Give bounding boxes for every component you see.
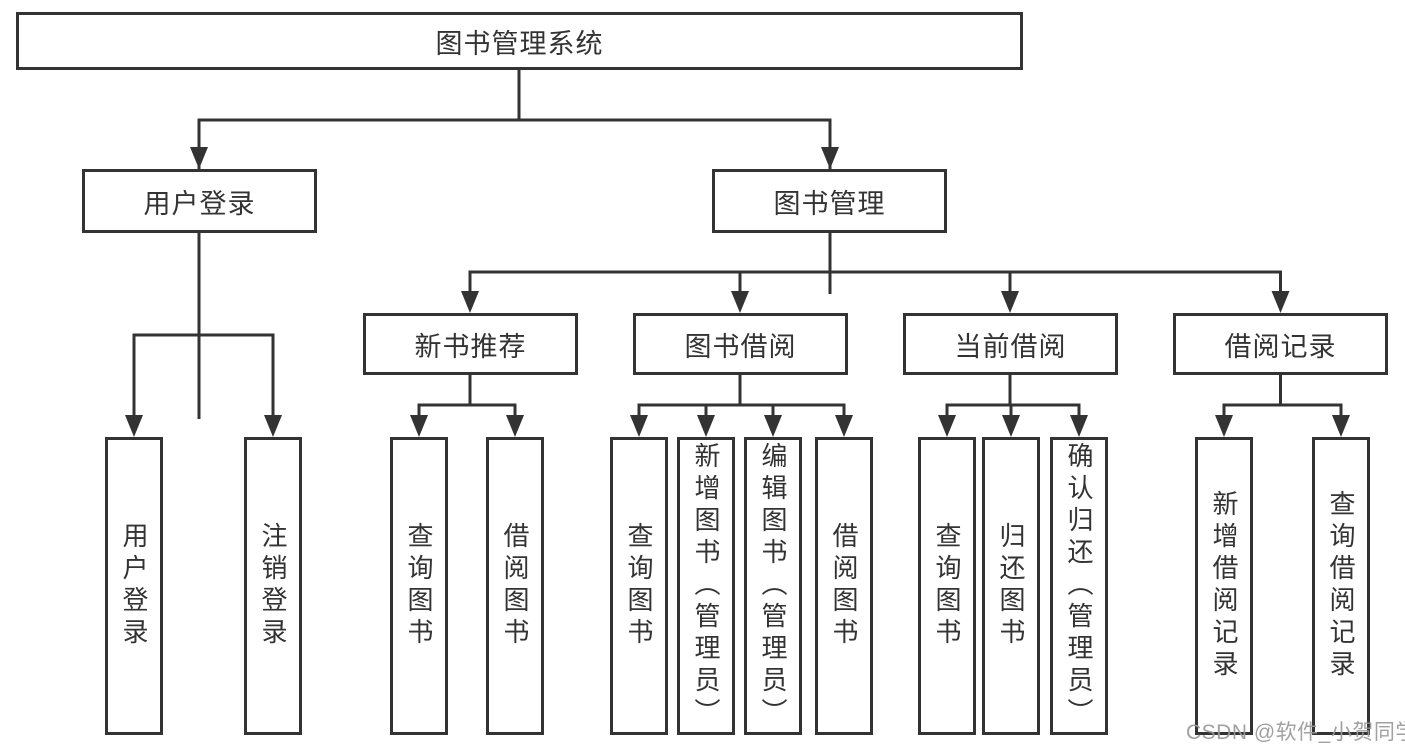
node-book-management: 图书管理 [712,169,947,233]
node-label: 查询图书 [404,522,434,650]
node-label: 用户登录 [143,188,256,219]
node-label: 注销登录 [258,522,288,650]
node-label: 借阅记录 [1224,331,1337,362]
connector-current-borrow [945,375,1081,417]
node-label: 新增图书（管理员） [691,442,721,730]
node-new-book-recommendation: 新书推荐 [363,313,578,375]
node-current-borrowing: 当前借阅 [903,313,1118,375]
leaf-query-books: 查询图书 [390,437,448,735]
node-label: 查询借阅记录 [1326,490,1356,682]
connector-book-borrow-arrowheads [630,415,853,437]
node-label: 图书借阅 [684,331,797,362]
connector-new-book-arrowheads [410,415,524,437]
leaf-query-books: 查询图书 [918,437,976,735]
leaf-edit-books-admin: 编辑图书（管理员） [744,437,802,735]
node-label: 归还图书 [996,522,1026,650]
connector-root-arrowheads [190,147,839,169]
node-label: 编辑图书（管理员） [758,442,788,730]
csdn-watermark: CSDN @软件_小贺同学 [1186,721,1405,744]
node-library-management-system: 图书管理系统 [16,12,1023,70]
node-user-login: 用户登录 [82,169,317,233]
node-label: 借阅图书 [500,522,530,650]
node-label: 新书推荐 [414,331,527,362]
connector-book-borrow [637,375,846,417]
leaf-query-borrow-record: 查询借阅记录 [1312,437,1370,735]
node-borrowing-records: 借阅记录 [1173,313,1388,375]
node-label: 新增借阅记录 [1209,490,1239,682]
leaf-confirm-return-admin: 确认归还（管理员） [1050,437,1108,735]
connector-borrow-record [1222,375,1343,417]
node-label: 图书管理系统 [435,28,604,59]
node-label: 确认归还（管理员） [1064,442,1094,730]
leaf-borrow-books: 借阅图书 [815,437,873,735]
connector-new-book [417,375,517,417]
connector-book-mgmt [468,233,1282,293]
leaf-add-books-admin: 新增图书（管理员） [677,437,735,735]
leaf-borrow-books: 借阅图书 [486,437,544,735]
leaf-return-books: 归还图书 [982,437,1040,735]
leaf-user-login: 用户登录 [105,437,163,735]
connector-book-mgmt-arrowheads [461,291,1290,313]
connector-borrow-record-arrowheads [1215,415,1350,437]
node-label: 当前借阅 [954,331,1067,362]
node-label: 查询图书 [932,522,962,650]
node-label: 借阅图书 [829,522,859,650]
leaf-logout: 注销登录 [244,437,302,735]
connector-current-borrow-arrowheads [938,415,1088,437]
node-label: 查询图书 [624,522,654,650]
connector-user-login [132,233,275,417]
connector-user-login-arrowheads [125,415,282,437]
node-book-borrowing: 图书借阅 [633,313,848,375]
leaf-query-books: 查询图书 [610,437,668,735]
node-label: 图书管理 [773,188,886,219]
node-label: 用户登录 [119,522,149,650]
leaf-add-borrow-record: 新增借阅记录 [1195,437,1253,735]
